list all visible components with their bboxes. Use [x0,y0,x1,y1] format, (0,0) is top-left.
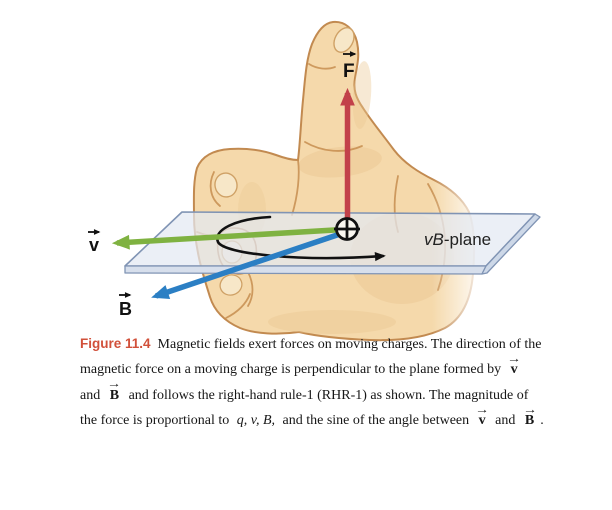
caption-conj-1: and [80,387,101,403]
charge-into-page-symbol [334,217,360,241]
vector-b-symbol: B [110,381,119,403]
caption-period: . [540,413,544,429]
caption-conj-2: and [495,413,516,429]
hand-illustration [192,20,516,350]
index-finger-nail [214,172,238,198]
figure-diagram: vB-plane F v B [88,20,541,350]
caption-text-2: and follows the right-hand rule-1 (RHR-1… [80,387,529,429]
force-label-text: F [343,61,355,82]
field-arrow [151,229,347,299]
velocity-arrow [111,226,344,250]
ring-finger-nail [219,274,243,296]
force-label: F [343,51,357,82]
vb-plane-front-edge [124,265,487,275]
hand-fade [432,50,516,350]
thumb-nail [333,27,355,53]
vector-v-symbol: v [511,355,518,377]
caption-text-1: Magnetic fields exert forces on moving c… [80,337,542,378]
vector-b-symbol-2: B [525,406,534,428]
velocity-label: v [88,229,101,255]
vector-v-symbol-2: v [479,406,486,428]
field-label: B [119,292,132,319]
velocity-label-text: v [89,235,99,255]
vb-plane-label: vB-plane [424,230,491,249]
vb-plane: vB-plane [124,211,541,275]
caption-text-3: and the sine of the angle between [282,413,470,429]
field-label-text: B [119,299,132,319]
caption-variables: q, v, B, [236,413,276,429]
vb-plane-right-bevel [481,213,541,275]
rotation-arrow [216,215,386,262]
right-hand-rule-illustration: vB-plane F v B [88,20,541,350]
figure-number: Figure 11.4 [80,336,151,351]
